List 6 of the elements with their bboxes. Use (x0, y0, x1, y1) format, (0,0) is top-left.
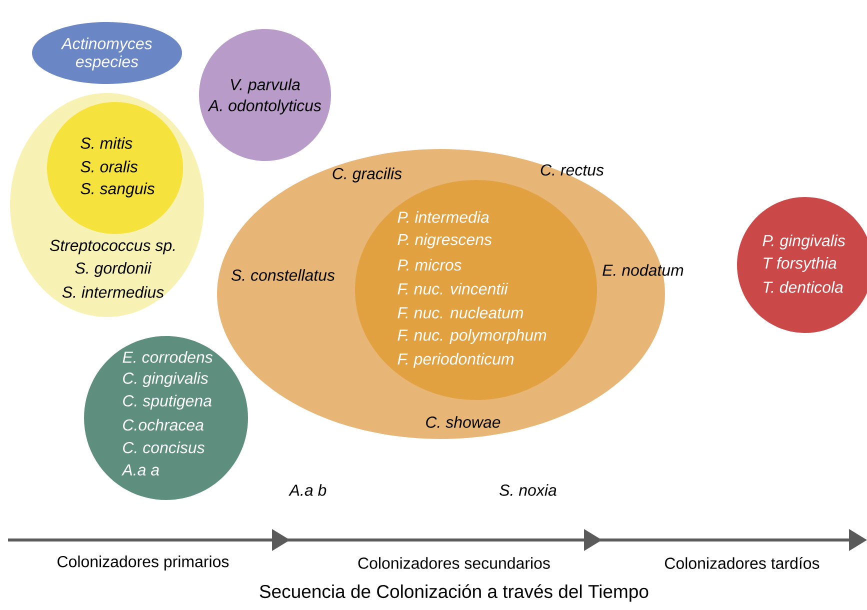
species-label: S. noxia (500, 484, 556, 496)
phase-label: Colonizadores secundarios (358, 557, 550, 569)
caption: Secuencia de Colonización a través del Tiempo (260, 584, 648, 602)
species-label: A.a b (288, 484, 326, 496)
phase-label: Colonizadores primarios (58, 556, 229, 570)
phase-label: Colonizadores tardíos (665, 557, 820, 569)
